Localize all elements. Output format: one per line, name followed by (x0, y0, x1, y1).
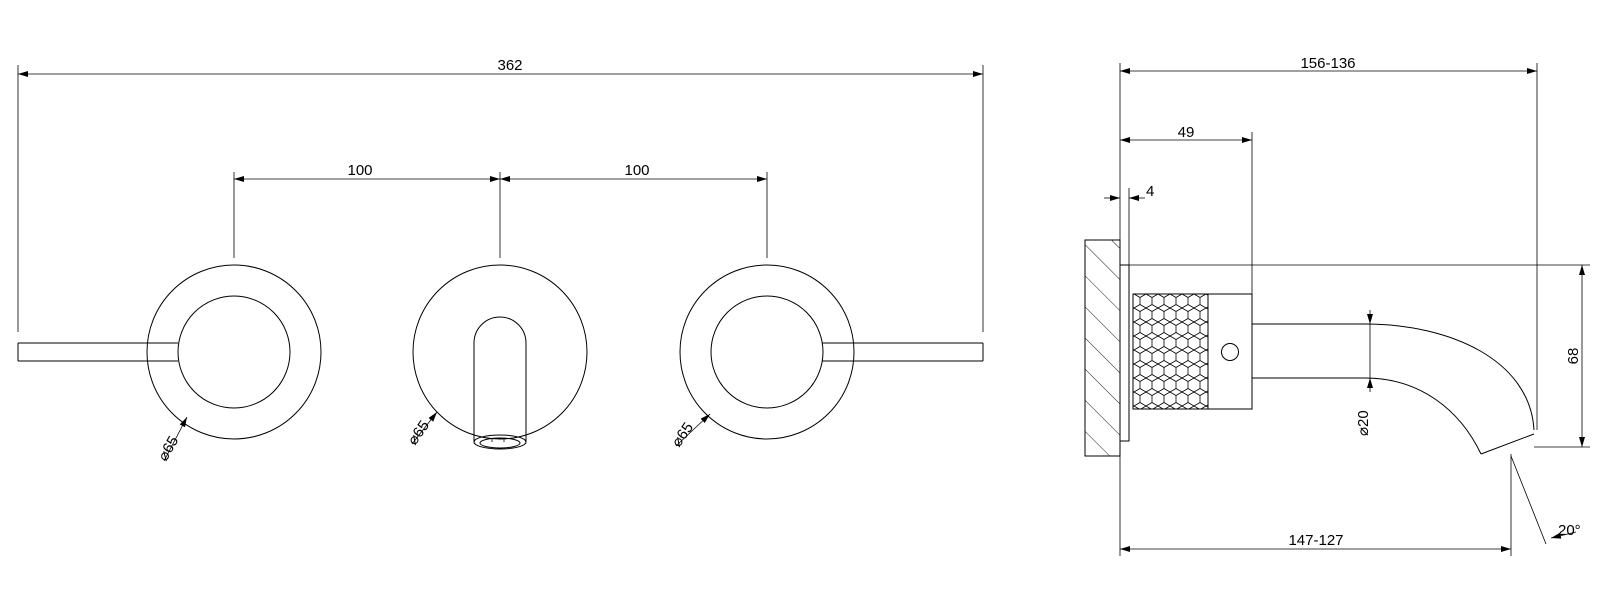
diameter-left-label: 65 (159, 433, 182, 456)
svg-text:⌀20: ⌀20 (1355, 410, 1372, 436)
spout-angle-label: 20° (1558, 522, 1581, 539)
right-handle: ⌀65 (668, 264, 984, 450)
total-depth-label: 156-136 (1300, 55, 1355, 72)
center-spout: ⌀65 (404, 264, 588, 450)
diameter-right-label: 65 (674, 419, 697, 442)
wall-section (1084, 239, 1121, 457)
spout-reach-label: 147-127 (1288, 532, 1343, 549)
total-depth-dimension: 156-136 (1119, 55, 1538, 556)
spout-height-label: 68 (1565, 348, 1582, 365)
handle-depth-dimension: 49 (1120, 124, 1253, 294)
svg-text:⌀65: ⌀65 (668, 419, 697, 450)
diameter-center-label: 65 (410, 417, 433, 440)
cover-plate (1119, 264, 1130, 442)
svg-text:⌀65: ⌀65 (404, 417, 433, 448)
spout-height-dimension: 68 (1565, 265, 1585, 447)
overall-width-dimension: 362 (17, 57, 984, 332)
spacing-right-label: 100 (624, 162, 649, 179)
spout-reach-dimension: 147-127 (1120, 454, 1512, 556)
overall-width-label: 362 (497, 57, 522, 74)
spout-aerator (482, 438, 515, 442)
left-handle: ⌀65 (17, 264, 322, 464)
spout-diameter-dimension: ⌀20 (1355, 310, 1373, 436)
spacing-dimensions: 100 100 (233, 162, 768, 258)
diameter-symbol: ⌀ (1355, 427, 1372, 436)
handle-depth-label: 49 (1178, 124, 1195, 141)
knurled-handle (1132, 293, 1253, 410)
front-view: 362 100 100 ⌀65 (17, 57, 984, 464)
side-view: 156-136 49 4 68 ⌀20 (1084, 55, 1590, 556)
spout-diameter-label: 20 (1355, 410, 1372, 427)
spacing-left-label: 100 (347, 162, 372, 179)
spout-side (1129, 264, 1590, 455)
plate-thickness-label: 4 (1146, 183, 1154, 200)
spout-angle-dimension: 20° (1510, 455, 1581, 545)
plate-thickness-dimension: 4 (1104, 183, 1154, 265)
svg-text:⌀65: ⌀65 (155, 433, 183, 464)
